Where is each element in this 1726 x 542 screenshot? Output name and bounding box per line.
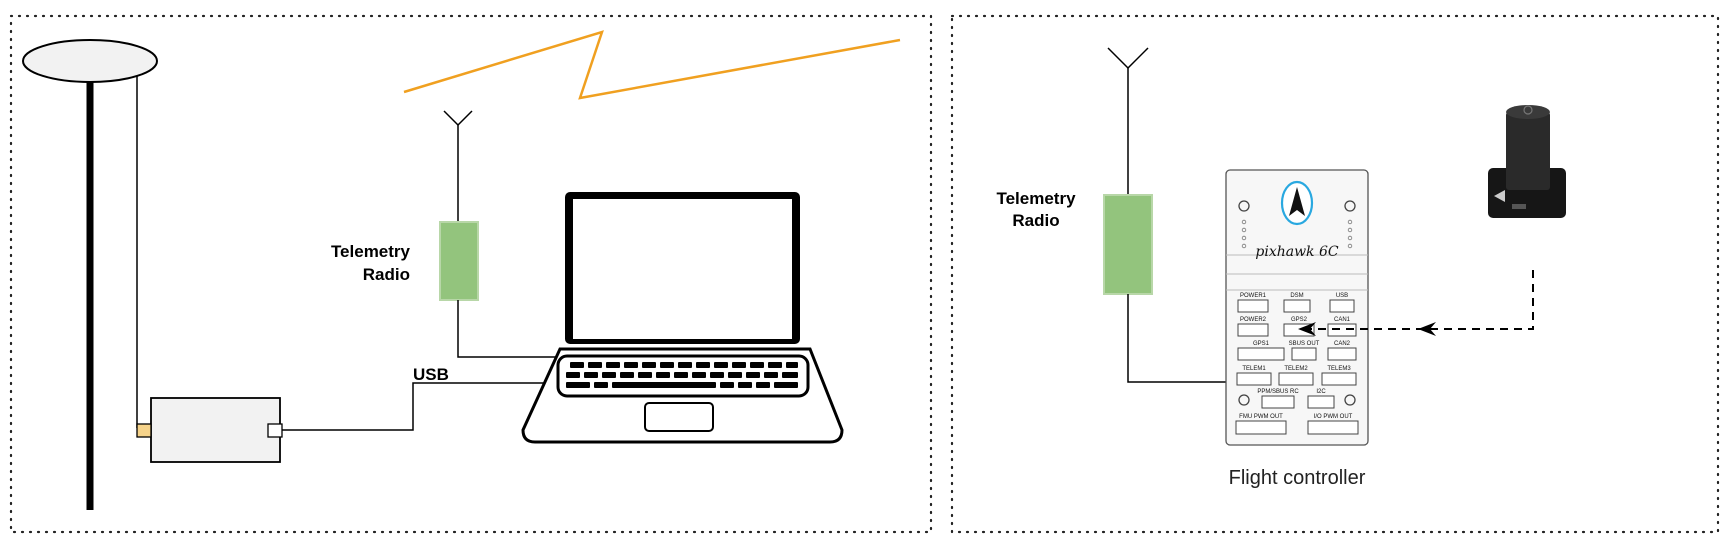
flight-controller-caption: Flight controller xyxy=(1229,467,1366,489)
board-brand: pixhawk 6C xyxy=(1255,244,1339,260)
port-sbus-out xyxy=(1291,347,1317,361)
port-label-i2c: I2C xyxy=(1316,389,1326,395)
laptop xyxy=(521,192,844,444)
right-telemetry-radio xyxy=(1103,194,1153,295)
port-label-gps1: GPS1 xyxy=(1253,341,1270,347)
modem-connector-left xyxy=(136,423,152,438)
right-radio-cable xyxy=(1127,294,1226,383)
left-telemetry-label-line1: Telemetry xyxy=(331,242,411,261)
laptop-keys xyxy=(566,362,798,388)
port-label-telem3: TELEM3 xyxy=(1327,366,1351,372)
left-panel-border xyxy=(9,14,933,534)
port-usb xyxy=(1329,299,1355,313)
port-label-power2: POWER2 xyxy=(1240,317,1267,323)
port-telem3 xyxy=(1321,372,1357,386)
flight-controller-board: pixhawk 6C POWER1 DSM USB POWER2 GPS2 CA… xyxy=(1225,169,1369,446)
port-label-io-pwm-out: I/O PWM OUT xyxy=(1314,414,1353,420)
ground-modem-box xyxy=(136,397,283,463)
board-screw xyxy=(1344,200,1356,212)
port-label-usb: USB xyxy=(1336,293,1348,299)
port-label-dsm: DSM xyxy=(1290,293,1303,299)
gps-top xyxy=(1506,105,1550,119)
port-label-can1: CAN1 xyxy=(1334,317,1351,323)
left-radio-cable xyxy=(457,300,560,358)
port-telem1 xyxy=(1236,372,1272,386)
port-dsm xyxy=(1283,299,1311,313)
port-label-sbus-out: SBUS OUT xyxy=(1289,341,1320,347)
right-telemetry-label-line2: Radio xyxy=(1012,211,1059,230)
port-label-power1: POWER1 xyxy=(1240,293,1267,299)
usb-label: USB xyxy=(413,365,449,384)
board-arrow-icon xyxy=(1289,187,1305,216)
port-label-gps2: GPS2 xyxy=(1291,317,1308,323)
right-telemetry-label-line1: Telemetry xyxy=(996,189,1076,208)
port-label-can2: CAN2 xyxy=(1334,341,1351,347)
left-telemetry-radio xyxy=(439,221,479,301)
gps-mast xyxy=(1506,112,1550,190)
port-can2 xyxy=(1327,347,1357,361)
port-i2c xyxy=(1307,395,1335,409)
gps-connection-arrowhead-mid xyxy=(1418,322,1436,336)
port-label-telem2: TELEM2 xyxy=(1284,366,1308,372)
gps-connection-dashed xyxy=(1298,270,1534,330)
gps-port xyxy=(1512,204,1526,209)
port-telem2 xyxy=(1278,372,1314,386)
gps-arrow-icon xyxy=(1494,190,1505,202)
port-fmu-pwm-out xyxy=(1235,420,1287,435)
laptop-screen xyxy=(573,199,792,339)
port-gps1 xyxy=(1237,347,1285,361)
gps-module xyxy=(1488,105,1566,218)
port-power2 xyxy=(1237,323,1269,337)
port-io-pwm-out xyxy=(1307,420,1359,435)
board-screw xyxy=(1344,394,1356,406)
port-label-telem1: TELEM1 xyxy=(1242,366,1266,372)
port-ppm-sbus-rc xyxy=(1261,395,1295,409)
port-label-fmu-pwm-out: FMU PWM OUT xyxy=(1239,414,1283,420)
usb-cable xyxy=(282,382,545,431)
left-telemetry-label-line2: Radio xyxy=(363,265,410,284)
left-telemetry-antenna xyxy=(443,110,473,222)
board-screw xyxy=(1238,200,1250,212)
board-screw xyxy=(1238,394,1250,406)
ground-antenna-mast xyxy=(22,39,158,510)
gps-connection-arrowhead-end xyxy=(1298,322,1316,336)
wireless-link-signal xyxy=(403,30,901,100)
port-power1 xyxy=(1237,299,1269,313)
gps-button xyxy=(1523,105,1533,115)
laptop-trackpad xyxy=(644,402,714,432)
antenna-dish xyxy=(22,39,158,83)
port-label-ppm-sbus-rc: PPM/SBUS RC xyxy=(1257,389,1299,395)
port-can1 xyxy=(1327,323,1357,337)
modem-connector-right xyxy=(267,423,283,438)
right-telemetry-antenna xyxy=(1107,47,1149,195)
right-panel-border xyxy=(950,14,1720,534)
